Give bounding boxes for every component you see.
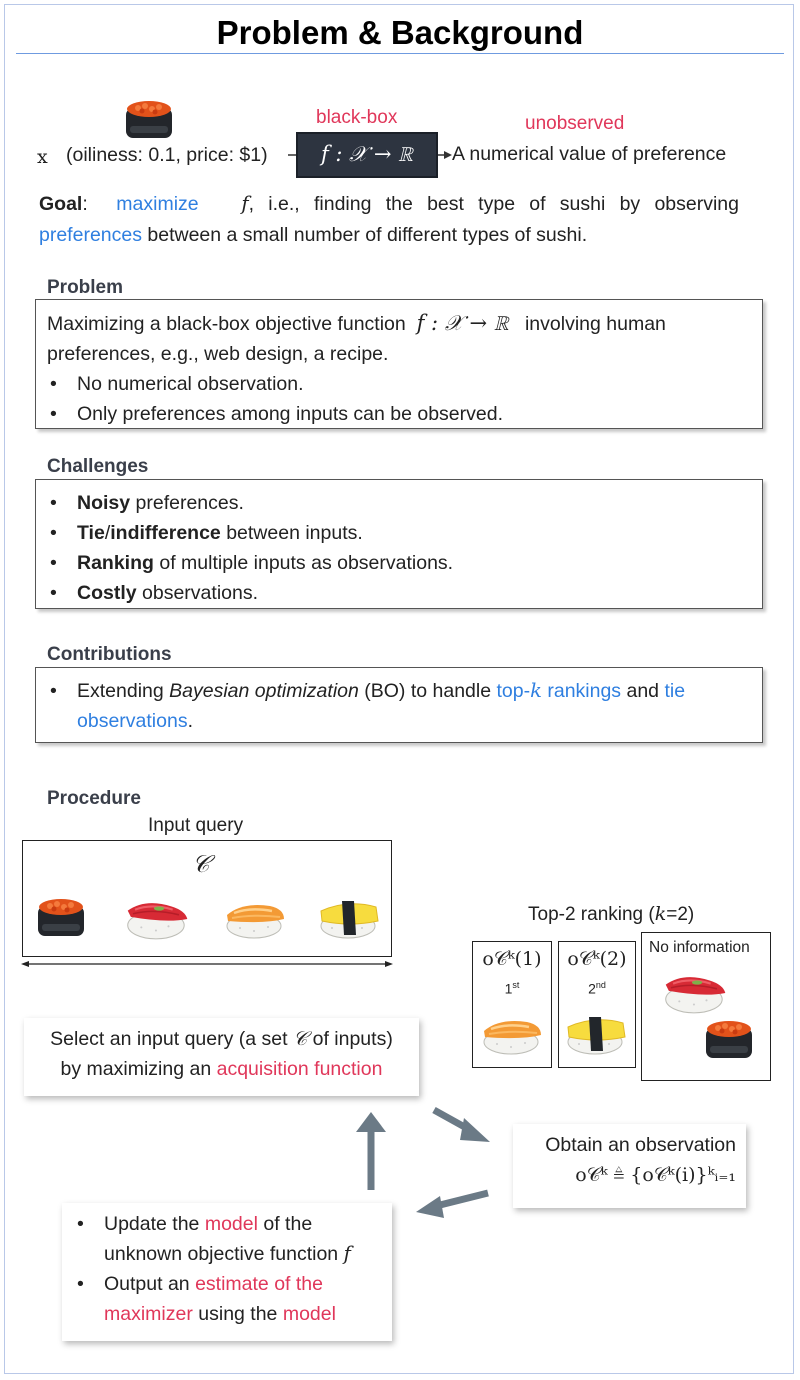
sushi-tuna-icon: [664, 976, 727, 1014]
acquisition-function: acquisition function: [216, 1058, 383, 1080]
width-arrow: [21, 961, 393, 967]
no-information-label: No information: [649, 939, 750, 956]
challenge-item: Noisy preferences.: [47, 488, 762, 518]
goal-line-1: Goal: maximize f, i.e., finding the best…: [39, 192, 739, 215]
c-set-symbol: 𝒞: [192, 850, 210, 878]
unobserved-label: unobserved: [525, 113, 625, 134]
rank-1-label: 1st: [504, 980, 520, 997]
obtain-observation-box: Obtain an observation o𝒞ᵏ ≜ {o𝒞ᵏ(i)}ᵏᵢ₌₁: [513, 1124, 746, 1208]
obtain-formula: o𝒞ᵏ ≜ {o𝒞ᵏ(i)}ᵏᵢ₌₁: [575, 1164, 736, 1186]
sushi-tuna-icon: [126, 902, 189, 940]
goal-label: Goal: [39, 193, 83, 215]
challenge-item: Costly observations.: [47, 578, 762, 608]
sushi-tamago-icon: [320, 900, 379, 939]
sushi-salmon-icon: [225, 903, 286, 940]
input-query-box: [22, 840, 392, 957]
problem-line-2: preferences, e.g., web design, a recipe.: [47, 343, 389, 365]
output-preference-label: A numerical value of preference: [452, 143, 727, 165]
select-line-2: by maximizing an acquisition function: [60, 1058, 383, 1080]
procedure-heading: Procedure: [47, 788, 141, 809]
sushi-salmon-icon: [482, 1019, 543, 1056]
rank-1-formula: o𝒞ᵏ(1): [482, 948, 542, 970]
rank-2-label: 2nd: [588, 980, 606, 997]
challenges-heading: Challenges: [47, 456, 149, 477]
blackbox-label: black-box: [316, 107, 398, 128]
contributions-heading: Contributions: [47, 644, 172, 665]
challenge-item: Ranking of multiple inputs as observatio…: [47, 548, 762, 578]
arrow-down-right: [432, 1106, 490, 1142]
top2-label: Top-2 ranking (k=2): [528, 903, 695, 925]
page-title: Problem & Background: [216, 14, 584, 51]
sushi-ikura-icon: [38, 899, 84, 936]
rank-2-formula: o𝒞ᵏ(2): [567, 948, 627, 970]
poster-frame: [4, 4, 794, 1374]
select-line-1: Select an input query (a set 𝒞 of inputs…: [50, 1027, 393, 1050]
x-symbol: x: [37, 146, 48, 168]
contribution-item: Extending Bayesian optimization (BO) to …: [47, 676, 762, 736]
arrow-up: [356, 1112, 386, 1190]
blackbox-function: f : 𝒳 → ℝ: [296, 132, 438, 178]
problem-bullet: Only preferences among inputs can be obs…: [47, 399, 762, 429]
obtain-label: Obtain an observation: [545, 1134, 736, 1156]
sushi-tamago-icon: [567, 1016, 626, 1055]
arrow-left: [416, 1189, 489, 1218]
sushi-ikura-icon: [706, 1021, 752, 1058]
problem-bullet: No numerical observation.: [47, 369, 762, 399]
goal-preferences: preferences: [39, 224, 142, 246]
x-description: (oiliness: 0.1, price: $1): [66, 144, 268, 166]
problem-line-1: Maximizing a black-box objective functio…: [47, 311, 666, 335]
cycle-arrows: [356, 1106, 490, 1218]
challenge-item: Tie/indifference between inputs.: [47, 518, 762, 548]
problem-heading: Problem: [47, 277, 124, 298]
problem-box: Maximizing a black-box objective functio…: [35, 299, 763, 429]
rank-2-box: o𝒞ᵏ(2) 2nd: [558, 941, 636, 1068]
contributions-box: Extending Bayesian optimization (BO) to …: [35, 667, 763, 743]
sushi-ikura-icon: [126, 101, 172, 138]
goal-maximize: maximize: [116, 193, 199, 215]
challenges-box: Noisy preferences. Tie/indifference betw…: [35, 479, 763, 609]
select-query-box: Select an input query (a set 𝒞 of inputs…: [24, 1018, 419, 1096]
title-divider: [16, 53, 784, 54]
input-query-label: Input query: [148, 815, 244, 836]
goal-line-2: preferences between a small number of di…: [39, 224, 588, 246]
